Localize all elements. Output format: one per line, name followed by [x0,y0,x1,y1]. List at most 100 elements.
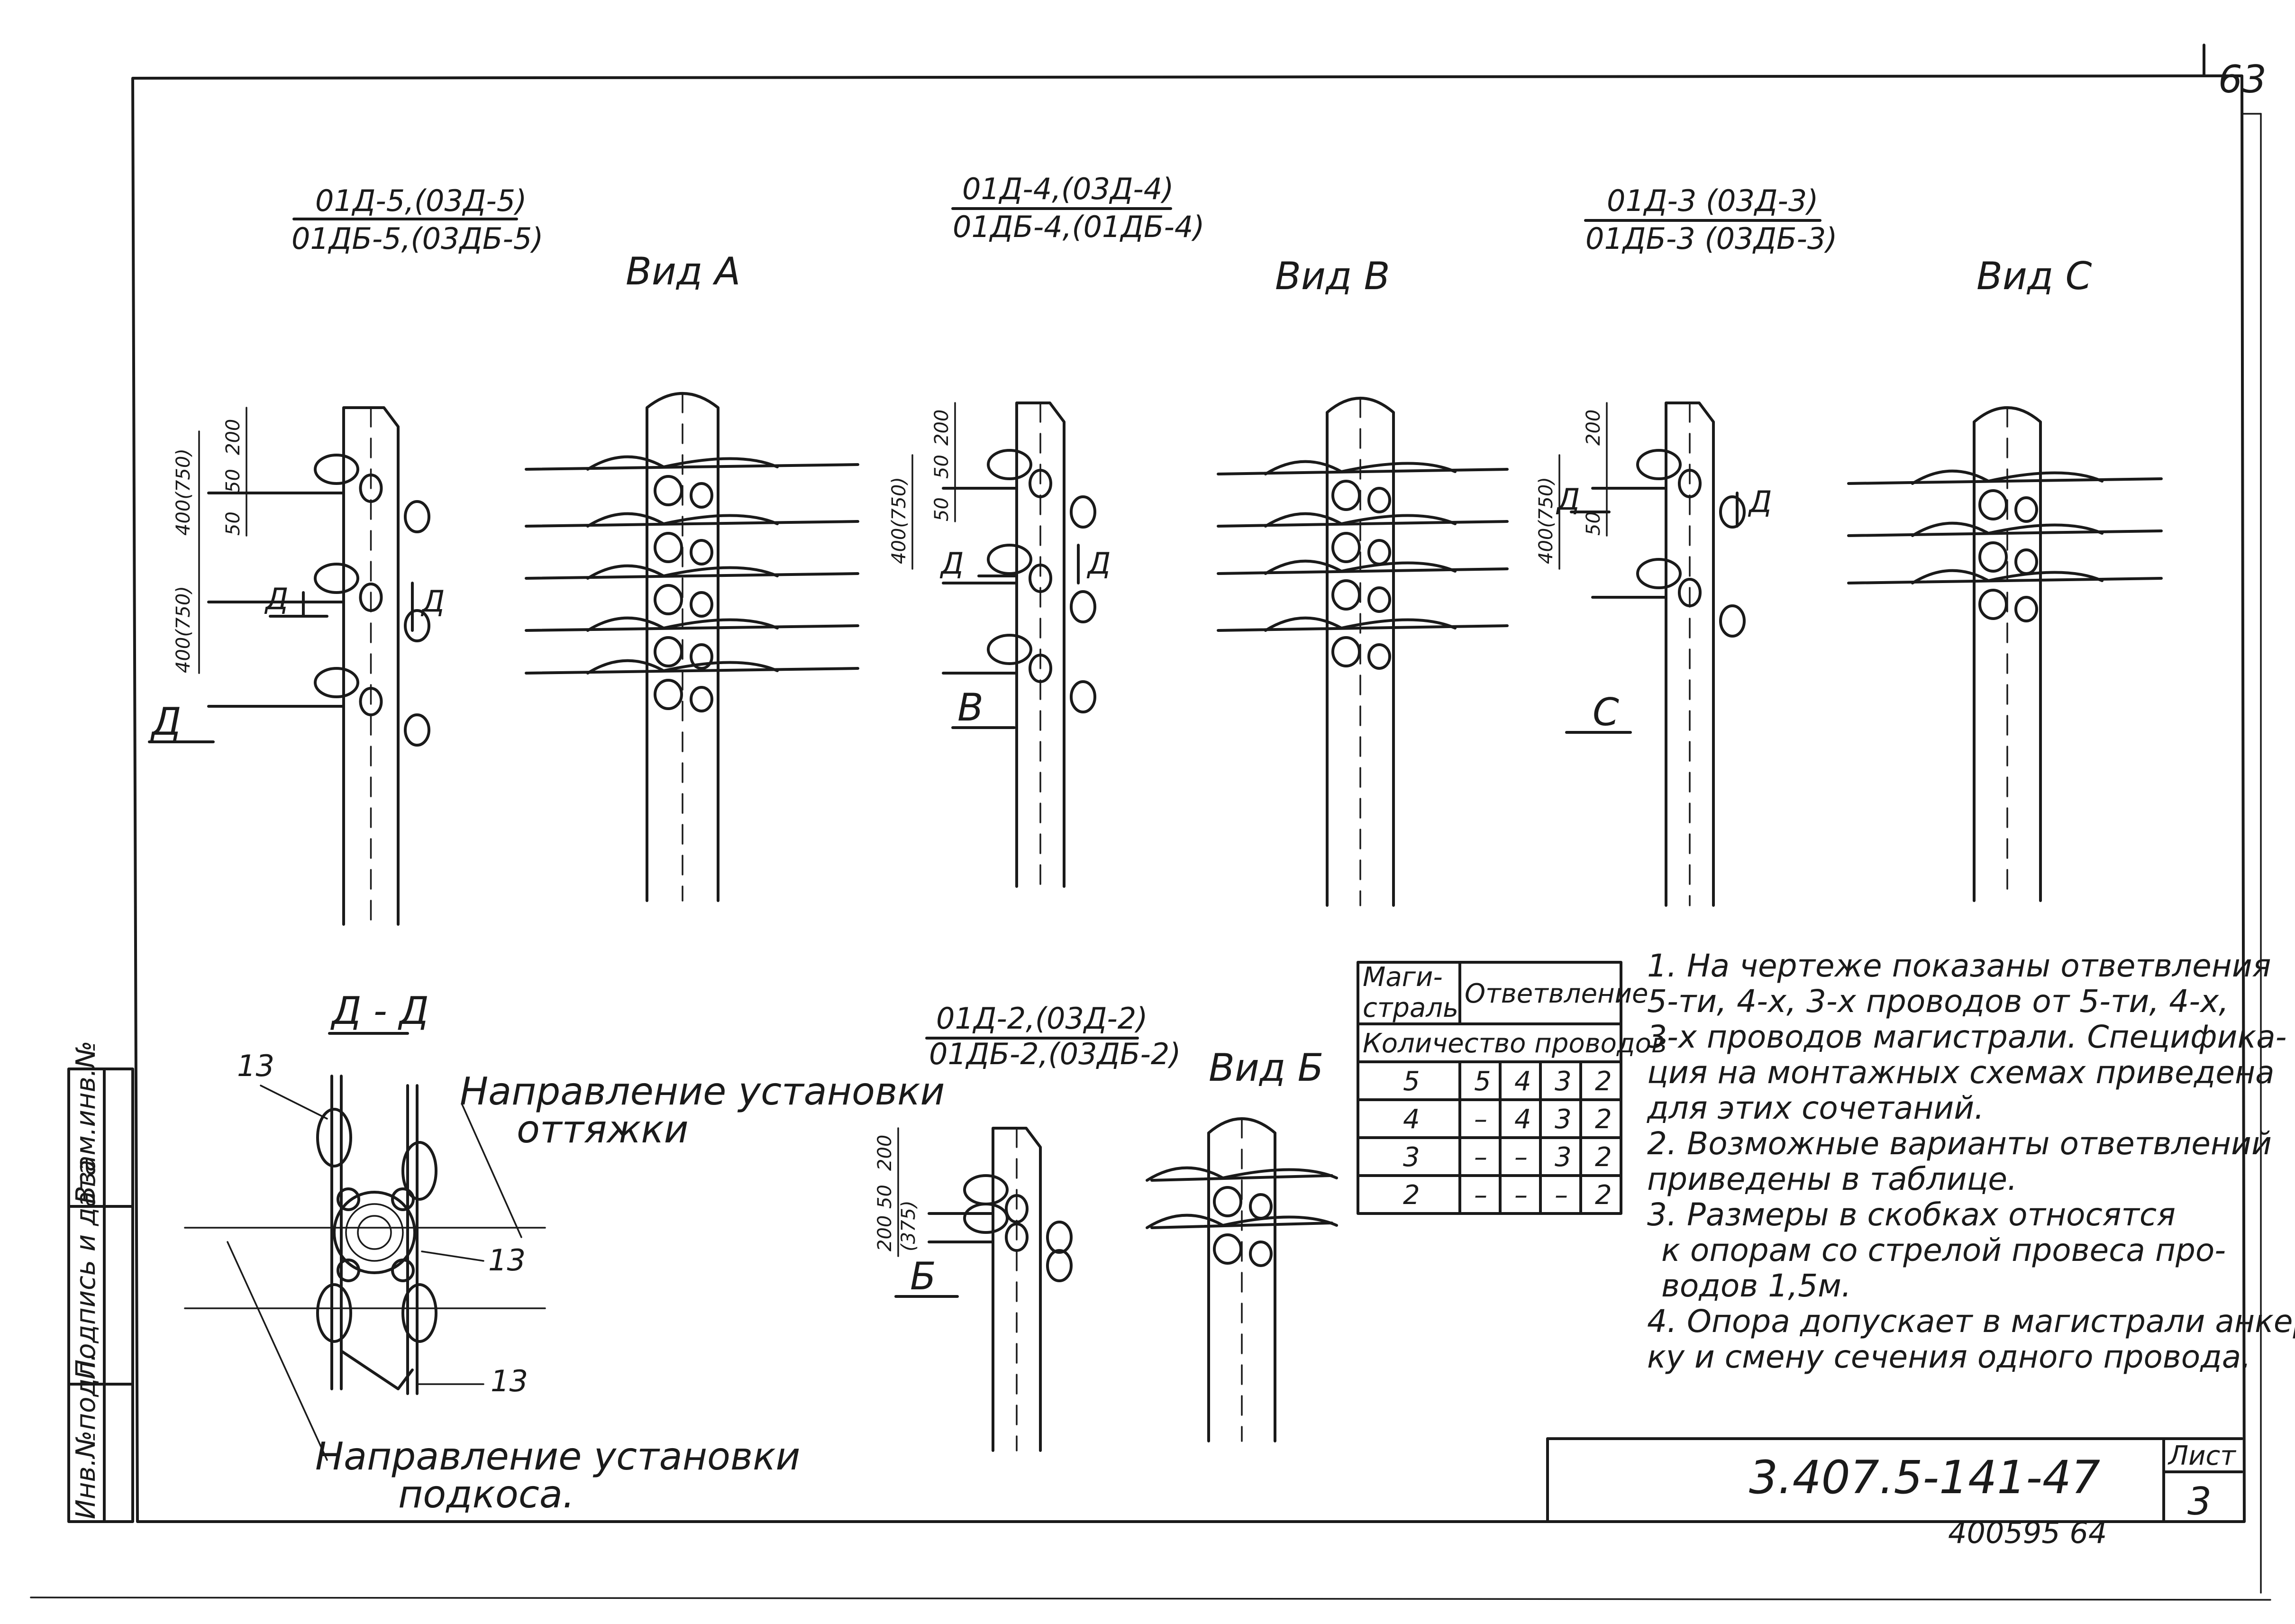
side-insulator-c-2-3 [1070,680,1096,713]
guy-direction-line1: Направление установки [460,1069,945,1113]
group-2-view-title: Вид В [1275,254,1390,298]
front-wire-2-4 [1217,624,1509,632]
view-marker-4: Б [910,1254,936,1298]
front-insulator-b-1-4 [690,643,713,670]
dimension-labels: 200 50 50 400(750) 400(750) 200 50 50 40… [173,402,1608,1257]
dim-3-50: 50 [1583,511,1604,536]
front-insulator-a-2-4 [1331,636,1361,667]
front-insulator-b-2-2 [1367,539,1391,566]
group-2-line2: 01ДБ-4,(01ДБ-4) [953,210,1204,244]
callout-13-a: 13 [237,1049,274,1083]
dim-2-200: 200 [931,410,953,446]
section-arrows: Д Д Д Д Д Д [264,482,1772,632]
group-1-line2: 01ДБ-5,(03ДБ-5) [291,221,543,256]
side-insulator-c-3-1 [1719,495,1746,529]
side-insulator-b-1-3 [359,687,383,716]
group-3-view-title: Вид С [1976,254,2092,298]
table-header-col1-line1: Маги- [1363,962,1443,993]
side-insulator-c-1-3 [404,713,430,747]
table-cell-r4-c3: – [1514,1180,1528,1211]
side-insulator-b-4-2 [1005,1223,1029,1252]
document-code: 3.407.5-141-47 [1749,1451,2100,1504]
note-line-10: водов 1,5м. [1661,1268,1851,1304]
front-insulator-a-1-4 [654,636,683,667]
front-insulator-b-2-3 [1367,586,1391,613]
front-wire-1-3 [525,572,859,580]
side-insulator-b-4-1 [1005,1194,1029,1223]
front-clamp-3-2 [1911,521,2104,537]
side-insulator-a-2-1 [987,449,1032,480]
brace-direction-line2: подкоса. [398,1472,574,1516]
dim-1-200: 200 [222,419,244,455]
section-arrow-label-2: Д [1086,546,1111,581]
table-cell-r3-c4: 3 [1555,1142,1572,1173]
front-insulator-a-1-2 [654,532,683,563]
front-clamp-1-5 [586,659,779,675]
section-arrow-label-3: Д [1748,484,1772,519]
side-pole-2 [1015,401,1066,888]
front-insulator-b-3-2 [2014,548,2038,575]
note-line-2: 5-ти, 4-х, 3-х проводов от 5-ти, 4-х, [1647,983,2229,1020]
sheet-label: Лист [2168,1441,2236,1471]
table-cell-r1-c3: 4 [1514,1066,1531,1097]
front-insulator-a-3-3 [1978,589,2008,620]
side-insulator-a-3-2 [1636,558,1682,589]
section-arrow-label-2b: Д [939,546,964,581]
sheet-frame [30,44,2271,1601]
note-line-4: ция на монтажных схемах приведена [1647,1054,2275,1091]
side-insulator-a-4-2 [963,1203,1009,1234]
group-1-labels: 01Д-5,(03Д-5) 01ДБ-5,(03ДБ-5) Вид А [291,183,740,293]
table-header-col1-line2: страль [1363,993,1458,1023]
note-line-9: к опорам со стрелой провеса про- [1661,1232,2226,1268]
table-cell-r1-c1: 5 [1403,1066,1420,1097]
dim-1-50b: 50 [222,511,244,536]
front-insulator-a-3-1 [1978,489,2008,520]
note-line-1: 1. На чертеже показаны ответвления [1647,948,2271,984]
table-header-col2: Ответвление [1465,978,1648,1009]
front-insulator-b-2-1 [1367,487,1391,513]
side-insulator-c-4-1 [1046,1221,1073,1254]
front-insulator-a-2-3 [1331,579,1361,611]
view-marker-1: Д [150,700,182,744]
front-wire-1-5 [525,667,859,675]
front-clamp-3-1 [1911,469,2104,485]
dim-4-200a: 200 [874,1135,896,1171]
section-arrow-label-1b: Д [264,582,288,616]
title-block [1546,1437,2243,1523]
brace-direction-line1: Направление установки [315,1434,800,1478]
table-cell-r4-c1: 2 [1403,1180,1420,1211]
front-insulator-a-4-1 [1213,1186,1242,1217]
view-marker-2: В [957,685,984,730]
stamp-inv-repl: Взам.инв.№ [71,1040,101,1204]
note-line-7: приведены в таблице. [1647,1161,2017,1197]
front-insulator-a-2-2 [1331,532,1361,563]
note-line-5: для этих сочетаний. [1647,1090,1984,1126]
callout-13-c: 13 [491,1364,528,1398]
front-clamp-4-1 [1146,1166,1338,1182]
stamp-sign-date: Подпись и дата [71,1159,101,1379]
side-insulator-a-4-1 [963,1174,1009,1205]
front-wire-3-1 [1847,477,2163,485]
side-insulator-b-2-2 [1029,564,1052,593]
table-cell-r2-c3: 4 [1514,1104,1531,1135]
dim-4-375: (375) [898,1200,920,1251]
front-insulator-b-2-4 [1367,643,1391,670]
side-insulator-c-2-2 [1070,590,1096,623]
front-wire-2-3 [1217,567,1509,575]
front-clamp-2-4 [1264,616,1457,632]
side-insulator-c-2-1 [1070,495,1096,529]
side-insulator-b-2-3 [1029,654,1052,683]
table-cell-r3-c1: 3 [1403,1142,1420,1173]
table-cell-r1-c2: 5 [1474,1066,1491,1097]
side-pole-4 [992,1127,1042,1452]
bottom-stamp: 400595 64 [1948,1515,2107,1550]
note-line-3: 3-х проводов магистрали. Специфика- [1647,1019,2286,1055]
front-insulator-b-1-2 [690,539,713,566]
note-line-6: 2. Возможные варианты ответвлений [1647,1125,2272,1162]
front-view-poles [525,392,2163,1442]
front-wire-1-1 [525,463,859,471]
front-insulator-b-1-3 [690,591,713,618]
group-2-line1: 01Д-4,(03Д-4) [962,172,1174,206]
front-insulator-a-4-2 [1213,1233,1242,1265]
